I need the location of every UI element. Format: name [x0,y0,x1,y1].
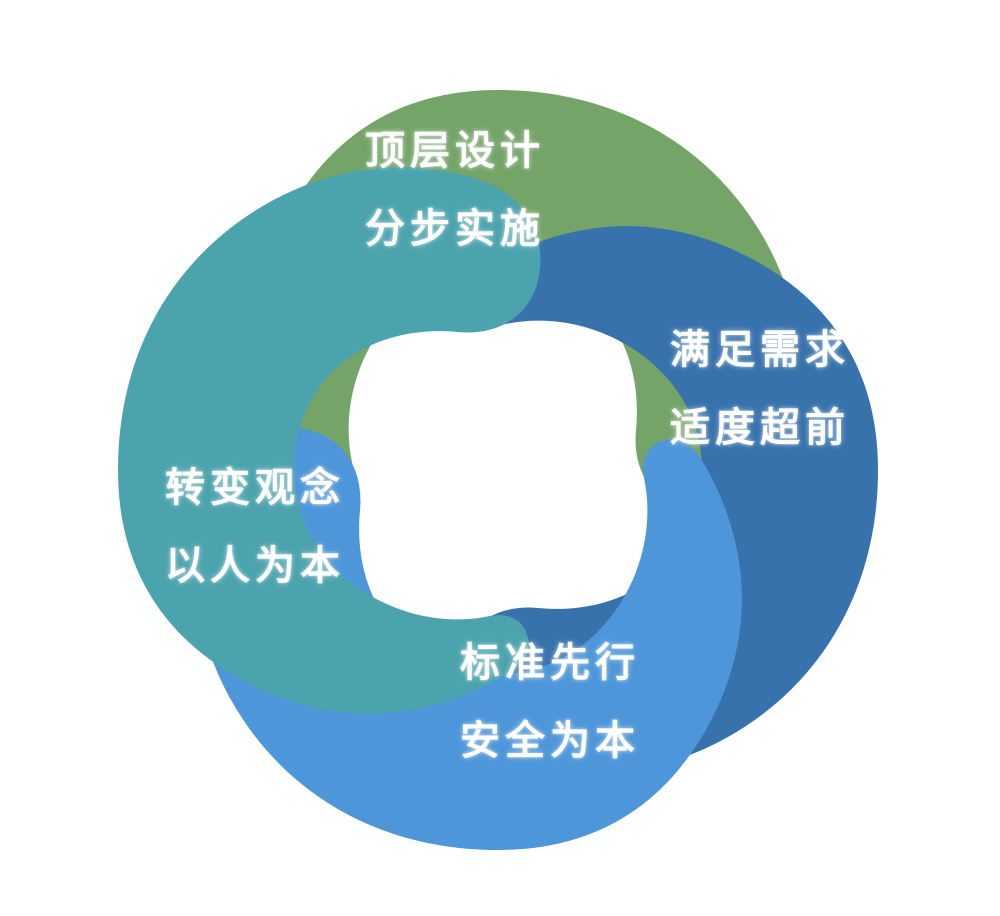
segment-group [118,90,878,850]
